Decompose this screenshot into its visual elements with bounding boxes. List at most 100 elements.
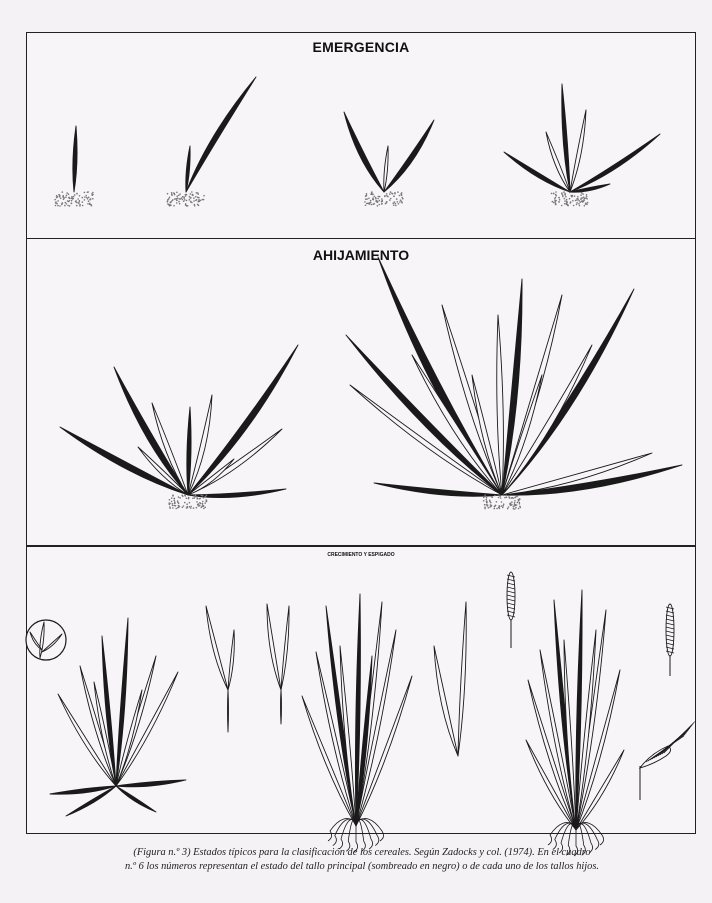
soil-grain [368,198,370,200]
magnifier-circle [26,620,66,660]
soil-grain [168,502,170,504]
leaf-blade [116,786,156,812]
soil-grain [190,506,192,508]
soil-grain [364,201,366,203]
soil-grain [377,202,379,204]
soil-grain [202,503,204,505]
soil-grain [372,198,374,200]
soil-grain [551,193,553,195]
soil-grain [172,503,174,505]
soil-grain [519,503,521,505]
soil-grain [564,193,566,195]
soil-grain [576,199,578,201]
soil-grain [66,195,68,197]
soil-grain [555,194,557,196]
leaf-blade [281,690,282,724]
soil-grain [61,204,63,206]
soil-grain [563,191,565,193]
soil-grain [369,203,371,205]
soil-grain [561,205,563,207]
soil-grain [88,200,90,202]
soil-grain [189,199,191,201]
soil-grain [401,194,403,196]
soil-grain [586,204,588,206]
growth-plant-3 [526,590,624,856]
soil-grain [169,499,171,501]
leaf-blade [497,315,504,495]
soil-grain [386,201,388,203]
growth-spike-b [666,604,674,676]
soil-grain [377,205,379,207]
soil-grain [519,498,521,500]
soil-grain [401,202,403,204]
soil-grain [581,192,583,194]
soil-grain [565,196,567,198]
soil-grain [184,199,186,201]
soil-grain [562,196,564,198]
soil-grain [68,197,70,199]
soil-grain [569,198,571,200]
soil-grain [401,192,403,194]
soil-grain [179,506,181,508]
soil-grain [508,506,510,508]
soil-grain [486,497,488,499]
leaf-blade [228,630,234,690]
leaf-blade [378,257,502,495]
soil-grain [69,205,71,207]
soil-grain [171,192,173,194]
soil-grain [586,194,588,196]
soil-grain [507,508,509,510]
soil-grain [372,193,374,195]
soil-grain [515,507,517,509]
soil-grain [365,198,367,200]
soil-grain [59,205,61,207]
soil-grain [172,507,174,509]
soil-grain [176,199,178,201]
soil-grain [167,199,169,201]
soil-grain [62,202,64,204]
soil-grain [68,193,70,195]
soil-grain [89,203,91,205]
soil-grain [366,195,368,197]
soil-grain [189,502,191,504]
soil-grain [79,195,81,197]
soil-grain [76,193,78,195]
soil-grain [63,198,65,200]
soil-grain [487,505,489,507]
soil-grain [193,197,195,199]
soil-grain [176,202,178,204]
leaf-blade [384,120,434,192]
awned-spike-detail [640,722,695,800]
soil-grain [378,196,380,198]
leaf-blade [60,427,188,495]
soil-grain [167,203,169,205]
soil-grain [201,507,203,509]
soil-grain [190,201,192,203]
soil-grain [555,191,557,193]
soil-grain [552,201,554,203]
leaf-blade [206,606,228,690]
soil-grain [198,205,200,207]
soil-grain [198,498,200,500]
soil-grain [561,193,563,195]
soil-grain [172,199,174,201]
soil-grain [184,494,186,496]
soil-grain [192,194,194,196]
soil-grain [514,508,516,510]
soil-grain [381,198,383,200]
soil-grain [516,504,518,506]
soil-grain [576,202,578,204]
soil-grain [203,508,205,510]
soil-grain [87,198,89,200]
soil-grain [65,196,67,198]
soil-grain [518,508,520,510]
soil-grain [582,201,584,203]
soil-grain [169,504,171,506]
soil-grain [398,203,400,205]
soil-grain [191,191,193,193]
soil-grain [400,199,402,201]
soil-grain [176,195,178,197]
soil-grain [392,203,394,205]
soil-grain [483,497,485,499]
